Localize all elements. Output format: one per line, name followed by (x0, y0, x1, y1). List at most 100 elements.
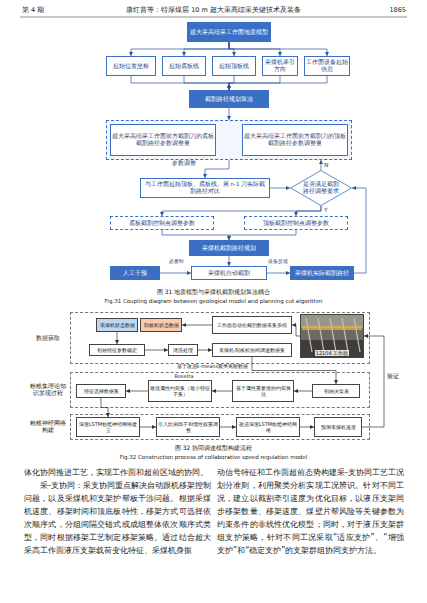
node-text: 起始位置坐标 (112, 63, 150, 70)
node-text: 是否满足截割路径调整要求 (300, 181, 342, 194)
region-heading: 参数调整 (171, 160, 197, 167)
connector-arrow (160, 273, 191, 274)
connector-arrow (198, 350, 212, 351)
process-box: 工作面自动化截割数据采集系统 (212, 316, 292, 334)
figure-caption-en: Fig.32 Construction process of collabora… (30, 454, 397, 461)
connector-arrow (184, 42, 229, 56)
connector-arrow (117, 332, 118, 344)
process-box: 起始位置坐标 (106, 56, 156, 76)
node-text: 深度LSTM粗糙神经网络建立 (77, 421, 139, 433)
stage-region: 数据获取采煤机状态数据刮板机状态数据工作面自动化截割数据采集系统12104 工作… (70, 312, 370, 364)
connector-arrow (292, 325, 300, 336)
process-box: 基于属性重要度的约简算法 (232, 380, 294, 402)
connector-arrow (321, 160, 322, 170)
connector-arrow (101, 398, 108, 417)
node-text: 引入比例因子和惯性权重调整 (157, 421, 219, 433)
connector-arrow (220, 427, 236, 428)
figure-caption: 图 31 地质模型与采煤机截割规划算法耦合 (30, 288, 397, 295)
region-heading: 粗糙神经网络构建 (27, 415, 69, 439)
connector-arrow (229, 108, 230, 120)
node-text: 基于属性重要度的约简算法 (233, 385, 293, 397)
group-region: 参数调整超大采高综采工作面前方截割刀的底板截割路径参数调整量超大采高综采工作面前… (106, 120, 352, 160)
process-box: 采煤机实际截割路径 (290, 266, 354, 280)
connector-arrow (162, 230, 229, 240)
text-column: 体化协同推进工艺，实现工作面和超前区域的协同。采-支协同：采支协同重点解决自动跟… (24, 466, 211, 557)
node-text: 预测采煤机速度 (320, 424, 357, 430)
process-box: 超大采高综采工作面前方截割刀的顶板截割路径参数调整量 (242, 124, 348, 156)
decision-diamond: 是否满足截割路径调整要求 (290, 170, 352, 206)
parameter-box: 顶板截割控制点调整参数 (244, 216, 348, 230)
canopy-strip (302, 326, 362, 330)
photo-floor (300, 340, 364, 358)
node-text: 顶板截割控制点调整参数 (262, 220, 330, 227)
connector-arrow (252, 357, 336, 384)
edge-label: 必要时 (160, 258, 192, 264)
connector-arrow (162, 206, 321, 216)
connector-arrow (267, 273, 290, 274)
connector-arrow (131, 76, 229, 90)
process-box: 改进深度LSTM粗糙神经网络 (236, 417, 300, 437)
node-text: 底板截割控制点调整参数 (128, 220, 196, 227)
node-text: 清洗处理 (172, 347, 194, 353)
process-box: 特征选择数据集 (76, 384, 126, 398)
connector-arrow (296, 206, 321, 216)
node-text: 工作面自动化截割数据采集系统 (216, 322, 288, 328)
connector-arrow (294, 391, 312, 392)
stage-region: 粗糙集理论知识发现过程初始决策表基于属性重要度的约简算法最佳属性约简集（最小特征… (70, 372, 370, 408)
connector-arrow (229, 76, 327, 90)
connector-arrow (352, 188, 366, 273)
software-label: Rosetta (164, 373, 204, 379)
figure-caption: 图 32 协同调速模型构建流程 (30, 444, 397, 451)
node-text: 与工作面起始顶板、底板线、第 n-1 刀实际截割路径对比 (141, 181, 269, 194)
connector-arrow (184, 76, 229, 90)
connector-arrow (126, 391, 148, 392)
node-text: 初始决策表 (323, 388, 350, 394)
process-box: 初始特征参数确定 (89, 344, 145, 356)
node-text: 超大采高综采工作面前方截割刀的底板截割路径参数调整量 (111, 133, 215, 146)
connector-arrow (145, 350, 168, 351)
node-text: 工作面设备起始信息 (305, 59, 349, 72)
node-text: 特征选择数据集 (83, 388, 120, 394)
edge-label: 验证 (387, 372, 401, 379)
connector-arrow (212, 391, 232, 392)
node-text: 超大采高综采工作面前方截割刀的顶板截割路径参数调整量 (243, 133, 347, 146)
figure-caption-en: Fig.31 Coupling diagram between geologic… (30, 298, 397, 305)
support-leg (330, 318, 336, 352)
running-title: 康红普等：特厚煤层 10 m 超大采高综采关键技术及装备 (100, 7, 327, 15)
support-leg (342, 318, 348, 352)
connector-arrow (229, 42, 280, 56)
photo-caption: 12104 工作面 (315, 350, 350, 356)
data-box: 采煤机状态数据 (96, 318, 138, 332)
process-box: 最佳属性约简集（最小特征子集） (148, 380, 212, 402)
text-column: 动信号特征和工作面超前态势构建采-支协同工艺工况划分准则，利用聚类分析实现工况辨… (217, 466, 404, 557)
process-box: 超大采高综采工作面地质模型 (187, 22, 271, 42)
stage-region: 粗糙神经网络构建深度LSTM粗糙神经网络建立引入比例因子和惯性权重调整改进深度L… (70, 414, 370, 440)
connector-arrow (270, 188, 290, 189)
issue-number: 第 4 期 (22, 7, 72, 15)
process-box: 深度LSTM粗糙神经网络建立 (76, 417, 140, 437)
connector-arrow (362, 336, 384, 427)
data-box: 刮板机状态数据 (140, 318, 182, 332)
parameter-box: 底板截割控制点调整参数 (110, 216, 214, 230)
region-heading: 粗糙集理论知识发现过程 (27, 373, 69, 407)
connector-arrow (140, 427, 156, 428)
connector-arrow (229, 42, 234, 56)
connector-arrow (300, 427, 314, 428)
connector-arrow (229, 76, 234, 90)
node-text: 初始特征参数确定 (96, 347, 138, 353)
support-leg (318, 318, 324, 352)
node-text: 起始底板线 (168, 63, 200, 70)
process-box: 初始决策表 (312, 384, 360, 398)
process-box: 采煤机截割路径规划 (189, 240, 269, 256)
connector-arrow (131, 42, 229, 56)
connector-arrow (229, 230, 296, 240)
node-text: 人工干预 (122, 270, 148, 277)
edge-label: N (324, 161, 332, 168)
process-box: 采煤机牵引方向 (262, 56, 298, 76)
page-number: 1865 (360, 7, 406, 15)
connector-arrow (229, 256, 230, 266)
node-text: 采煤机-刮板机协同调速数据集 (218, 347, 287, 353)
body-text: 采-支协同：采支协同重点解决自动跟机移架控制问题，以及采煤机和支架护帮板干涉问题… (24, 479, 211, 557)
header-rule (20, 17, 407, 18)
